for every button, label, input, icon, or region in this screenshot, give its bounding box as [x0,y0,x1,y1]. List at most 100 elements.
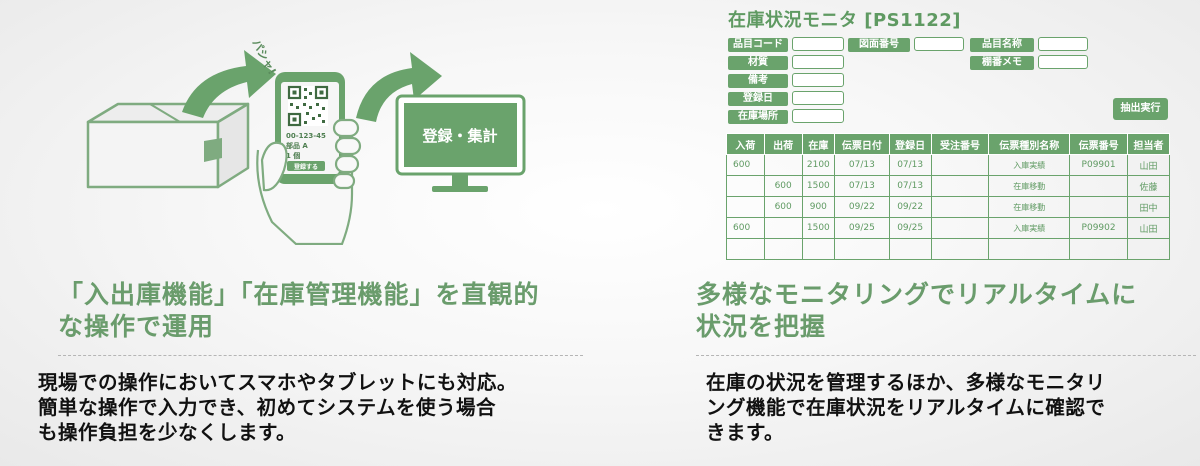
cell-order-no [930,196,990,218]
cell-slip-no [1069,196,1128,218]
cell-order-no [930,217,990,239]
left-heading-line-1: 「入出庫機能」「在庫管理機能」を直観的 [58,280,540,309]
cell-in: 600 [726,154,765,176]
col-header-stock[interactable]: 在庫 [801,133,836,155]
phone-line-1: 00-123-45 [286,132,326,140]
table-row[interactable] [726,238,1171,260]
col-header-out[interactable]: 出荷 [763,133,803,155]
monitor-label: 登録・集計 [421,127,497,145]
shelf-memo-field[interactable] [1038,55,1088,69]
phone-register-button [287,161,325,171]
arrow-icon [356,52,442,122]
col-header-slip-type[interactable]: 伝票種別名称 [988,133,1071,155]
cell-in [726,175,765,197]
extract-button[interactable]: 抽出実行 [1113,98,1168,120]
cell-stock: 2100 [801,154,836,176]
shelf-memo-label: 棚番メモ [970,56,1034,70]
cell-out: 600 [763,196,803,218]
right-feature-panel: 在庫状況モニタ [PS1122] 品目コード 図面番号 品目名称 材質 棚番メモ… [600,0,1200,466]
cell-stock: 1500 [801,217,836,239]
left-heading-line-2: な操作で運用 [58,312,215,341]
phone-line-3: 1 個 [286,151,300,160]
cell-reg-date [888,238,932,260]
item-name-label: 品目名称 [970,38,1034,52]
cell-reg-date: 09/22 [888,196,932,218]
col-header-slip-no[interactable]: 伝票番号 [1069,133,1128,155]
cell-person: 山田 [1126,154,1171,176]
cell-slip-date: 09/25 [834,217,890,239]
right-description-line-2: ング機能で在庫状況をリアルタイムに確認で [706,396,1106,419]
box-icon [86,102,250,189]
table-row[interactable]: 600 2100 07/13 07/13 入庫実績 P09901 山田 [726,154,1171,176]
cell-slip-date: 09/22 [834,196,890,218]
left-description: 現場での操作においてスマホやタブレットにも対応。 簡単な操作で入力でき、初めてシ… [38,370,517,445]
left-feature-panel: パシャ! 00-123-45 部品 [38,37,583,445]
col-header-in[interactable]: 入荷 [726,133,765,155]
cell-stock: 900 [801,196,836,218]
cell-slip-type: 入庫実績 [988,217,1071,239]
cell-slip-date [834,238,890,260]
cell-out [763,238,803,260]
cell-slip-no [1069,175,1128,197]
cell-stock: 1500 [801,175,836,197]
location-field[interactable] [792,109,844,123]
cell-slip-date: 07/13 [834,175,890,197]
right-description-line-3: きます。 [706,421,785,444]
remarks-field[interactable] [792,73,844,87]
drawing-no-label: 図面番号 [848,38,910,52]
item-code-label: 品目コード [728,38,788,52]
phone-register-label: 登録する [293,163,318,171]
inventory-illustration: パシャ! 00-123-45 部品 [86,37,526,245]
hand-phone-icon: 00-123-45 部品 A 1 個 登録する [256,72,362,245]
table-header-row: 入荷 出荷 在庫 伝票日付 登録日 受注番号 伝票種別名称 伝票番号 担当者 [726,133,1171,155]
cell-slip-type: 在庫移動 [988,175,1071,197]
material-field[interactable] [792,55,844,69]
cell-order-no [930,154,990,176]
monitor-icon: 登録・集計 [395,94,526,192]
cell-reg-date: 07/13 [888,175,932,197]
right-heading-line-1: 多様なモニタリングでリアルタイムに [696,280,1138,309]
cell-person: 山田 [1126,217,1171,239]
left-description-line-1: 現場での操作においてスマホやタブレットにも対応。 [38,371,517,394]
reg-date-field[interactable] [792,91,844,105]
col-header-reg-date[interactable]: 登録日 [888,133,932,155]
cell-in: 600 [726,217,765,239]
cell-order-no [930,238,990,260]
cell-reg-date: 07/13 [888,154,932,176]
left-description-line-3: も操作負担を少なくします。 [38,421,297,444]
left-divider [58,355,583,356]
col-header-person[interactable]: 担当者 [1126,133,1171,155]
cell-person: 田中 [1126,196,1171,218]
cell-slip-type: 入庫実績 [988,154,1071,176]
col-header-order-no[interactable]: 受注番号 [930,133,990,155]
cell-order-no [930,175,990,197]
cell-in [726,238,765,260]
item-name-field[interactable] [1038,37,1088,51]
cell-person: 佐藤 [1126,175,1171,197]
cell-slip-no [1069,238,1128,260]
right-description: 在庫の状況を管理するほか、多様なモニタリ ング機能で在庫状況をリアルタイムに確認… [706,370,1106,445]
phone-line-2: 部品 A [286,141,308,150]
table-row[interactable]: 600 1500 07/13 07/13 在庫移動 佐藤 [726,175,1171,197]
cell-in [726,196,765,218]
cell-out: 600 [763,175,803,197]
inventory-table: 入荷 出荷 在庫 伝票日付 登録日 受注番号 伝票種別名称 伝票番号 担当者 6… [726,133,1171,260]
table-row[interactable]: 600 1500 09/25 09/25 入庫実績 P09902 山田 [726,217,1171,239]
col-header-slip-date[interactable]: 伝票日付 [834,133,890,155]
right-description-line-1: 在庫の状況を管理するほか、多様なモニタリ [706,371,1106,394]
right-heading-line-2: 状況を把握 [696,312,827,341]
cell-slip-type [988,238,1071,260]
item-code-field[interactable] [792,37,844,51]
right-heading: 多様なモニタリングでリアルタイムに 状況を把握 [696,279,1137,343]
cell-out [763,154,803,176]
monitor-title: 在庫状況モニタ [PS1122] [728,10,961,31]
qr-code-icon [287,85,329,127]
drawing-no-field[interactable] [914,37,964,51]
location-label: 在庫場所 [728,110,788,124]
left-heading: 「入出庫機能」「在庫管理機能」を直観的 な操作で運用 [58,279,540,343]
table-row[interactable]: 600 900 09/22 09/22 在庫移動 田中 [726,196,1171,218]
cell-stock [801,238,836,260]
right-divider [696,355,1196,356]
cell-out [763,217,803,239]
cell-person [1126,238,1171,260]
